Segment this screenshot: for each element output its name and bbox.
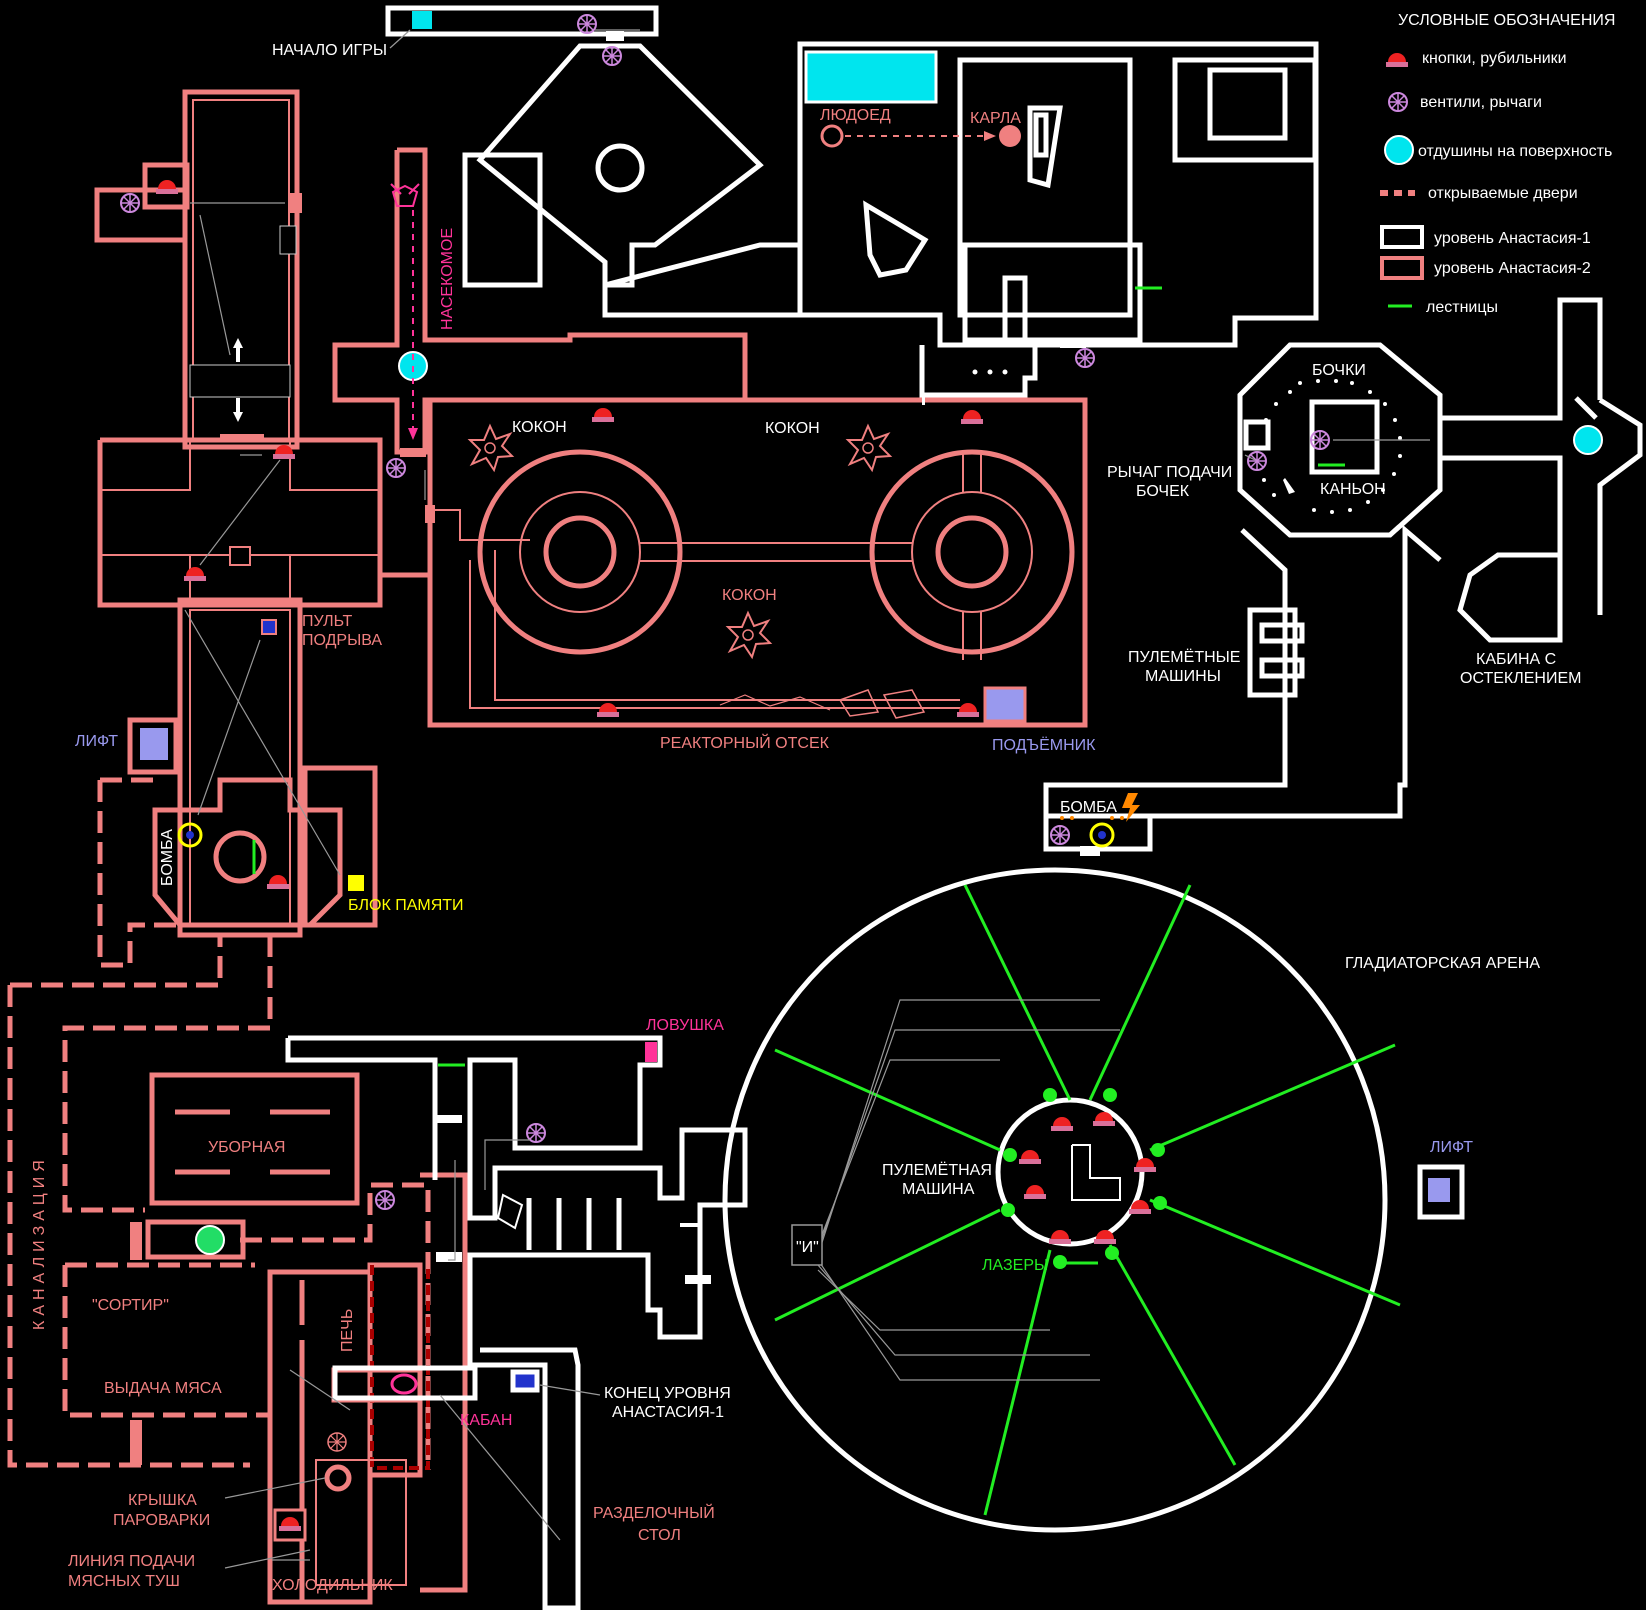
lift-label: ЛИФТ [1430,1139,1473,1156]
carcass-line-label: МЯСНЫХ ТУШ [68,1573,180,1590]
bomb-label: БОМБА [159,829,176,886]
cabin-label: КАБИНА С [1476,651,1556,668]
carcass-line-label: ЛИНИЯ ПОДАЧИ [68,1553,195,1570]
cannibal-label: ЛЮДОЕД [820,107,891,124]
mg-label: ПУЛЕМЁТНЫЕ [1128,648,1240,666]
cutting-table-label: РАЗДЕЛОЧНЫЙ [593,1503,715,1522]
map-labels: НАЧАЛО ИГРЫ ЛЮДОЕД КАРЛА НАСЕКОМОЕ КОКОН… [31,42,1581,1594]
legend-item-label: вентили, рычаги [1420,94,1542,111]
canyon-label: КАНЬОН [1320,481,1386,498]
barrel-lever-label: РЫЧАГ ПОДАЧИ [1107,464,1232,481]
legend-item-label: отдушины на поверхность [1418,143,1612,160]
detonator-label: ПУЛЬТ [302,613,353,630]
mg-label: МАШИНЫ [1145,668,1221,685]
end-level-label: АНАСТАСИЯ-1 [612,1404,724,1421]
arena-label: ГЛАДИАТОРСКАЯ АРЕНА [1345,955,1540,972]
cabin-label: ОСТЕКЛЕНИЕМ [1460,670,1581,687]
gladiator-arena [722,867,1465,1533]
trap-label: ЛОВУШКА [646,1017,724,1034]
cocoon-label: КОКОН [722,587,777,604]
oven-label: ПЕЧЬ [339,1309,356,1352]
cocoon-label: КОКОН [765,420,820,437]
toilet-label: УБОРНАЯ [208,1139,285,1156]
sewer-label: КАНАЛИЗАЦИЯ [31,1155,48,1330]
bomb-label: БОМБА [1060,799,1117,816]
steamer-label: ПАРОВАРКИ [113,1512,210,1529]
lift-label: ЛИФТ [75,733,118,750]
hoist-label: ПОДЪЁМНИК [992,736,1096,754]
map-markers [120,11,1603,1569]
reactor-label: РЕАКТОРНЫЙ ОТСЕК [660,733,830,752]
karla-label: КАРЛА [970,110,1021,127]
sortir-label: "СОРТИР" [92,1297,169,1314]
fridge-label: ХОЛОДИЛЬНИК [272,1577,393,1594]
surface-vent-icon [1384,135,1414,165]
boar-label: КАБАН [460,1412,512,1429]
barrel-lever-label: БОЧЕК [1136,483,1190,500]
level-1-box-icon [1380,225,1424,249]
start-label: НАЧАЛО ИГРЫ [272,42,387,59]
meat-out-label: ВЫДАЧА МЯСА [104,1380,222,1397]
barrels-label: БОЧКИ [1312,362,1366,379]
arena-mg-label: ПУЛЕМЁТНАЯ [882,1161,992,1179]
level-2-box-icon [1380,256,1424,280]
level-1-lower-block [285,1035,748,1610]
legend-item-label: уровень Анастасия-2 [1434,260,1591,277]
insect-label: НАСЕКОМОЕ [439,228,456,330]
legend: УСЛОВНЫЕ ОБОЗНАЧЕНИЯ кнопки, рубильники … [1380,12,1615,316]
arena-mg-label: МАШИНА [902,1181,975,1198]
steamer-label: КРЫШКА [128,1492,197,1509]
detonator-label: ПОДРЫВА [302,632,382,649]
lasers-label: ЛАЗЕРЫ [982,1257,1048,1274]
legend-item-label: лестницы [1426,299,1498,316]
memory-label: БЛОК ПАМЯТИ [348,897,464,914]
legend-item-label: уровень Анастасия-1 [1434,230,1591,247]
level-1-walls [385,5,1643,856]
valve-lever-icon [1388,92,1408,112]
legend-item-label: кнопки, рубильники [1422,50,1567,67]
button-switch-icon [1386,53,1408,67]
legend-title: УСЛОВНЫЕ ОБОЗНАЧЕНИЯ [1398,12,1615,29]
and-block-label: "И" [796,1239,819,1256]
legend-item-label: открываемые двери [1428,185,1578,202]
end-level-label: КОНЕЦ УРОВНЯ [604,1385,731,1402]
cutting-table-label: СТОЛ [638,1527,681,1544]
cocoon-label: КОКОН [512,419,567,436]
